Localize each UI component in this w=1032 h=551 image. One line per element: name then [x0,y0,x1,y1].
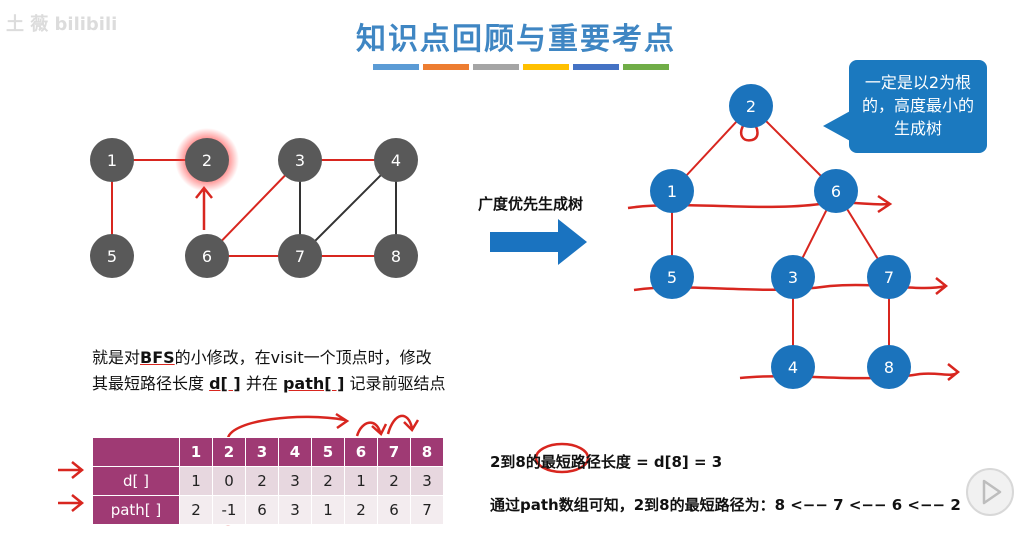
color-bar-segment [573,64,619,70]
tree-node-5: 5 [650,255,694,299]
annotation-arrow-up [195,185,213,230]
description-text: 就是对 [92,348,141,367]
tree-node-4: 4 [771,345,815,389]
table-cell: 0 [212,466,246,496]
graph-nodes: 1 2 3 4 5 6 7 8 [90,138,418,278]
table-cell: 7 [410,495,444,525]
description-bfs: BFS [140,348,175,367]
result-line2: 通过path数组可知，2到8的最短路径为：8 <−− 7 <−− 6 <−− 2 [490,496,960,514]
tree-node-6: 6 [814,169,858,213]
description-text: 记录前驱结点 [344,374,446,393]
description-path: path[ ] [282,374,345,393]
callout-line1: 一定是以2为根 [864,73,972,92]
table-cell: 1 [179,466,213,496]
graph-node-label: 2 [202,151,212,170]
page-title: 知识点回顾与重要考点 [356,22,676,57]
table-header: 7 [377,437,411,467]
video-play-button[interactable] [966,468,1014,516]
tree-node-label: 2 [746,97,756,116]
tree-node-label: 4 [788,358,798,377]
graph-node-8: 8 [374,234,418,278]
graph-node-label: 6 [202,247,212,266]
description-text: 的小修改，在visit一个顶点时，修改 [174,348,432,367]
graph-node-label: 1 [107,151,117,170]
title-color-bar [373,64,669,70]
table-header: 2 [212,437,246,467]
graph-edges [111,159,397,257]
tree-node-label: 3 [788,268,798,287]
description-line1: 就是对BFS的小修改，在visit一个顶点时，修改 [92,344,432,368]
tree-node-label: 5 [667,268,677,287]
callout-line3: 生成树 [893,119,942,138]
graph-node-label: 4 [391,151,401,170]
color-bar-segment [623,64,669,70]
color-bar-segment [473,64,519,70]
table-cell: 2 [311,466,345,496]
table-cell: 3 [278,466,312,496]
callout-pointer [823,110,852,142]
table-cell: 1 [344,466,378,496]
tree-node-label: 7 [884,268,894,287]
graph-node-label: 8 [391,247,401,266]
tree-node-7: 7 [867,255,911,299]
description-line2: 其最短路径长度 d[ ] 并在 path[ ] 记录前驱结点 [92,370,446,394]
graph-node-3: 3 [278,138,322,182]
color-bar-segment [423,64,469,70]
color-bar-segment [523,64,569,70]
table-annotations [58,412,590,526]
table-cell: 3 [278,495,312,525]
description-text: 并在 [240,374,283,393]
arrow-label: 广度优先生成树 [478,195,584,213]
row-label-path: path[ ] [92,495,180,525]
table-row: d[ ] 1 0 2 3 2 1 2 3 [92,466,444,496]
tree-node-label: 1 [667,182,677,201]
table-header: 6 [344,437,378,467]
table-header: 4 [278,437,312,467]
graph-node-4: 4 [374,138,418,182]
graph-node-label: 5 [107,247,117,266]
row-label-d: d[ ] [92,466,180,496]
tree-node-2: 2 [729,84,773,128]
table-cell: 2 [179,495,213,525]
table-header: 8 [410,437,444,467]
tree-node-label: 8 [884,358,894,377]
graph-node-label: 7 [295,247,305,266]
table-header: 5 [311,437,345,467]
table-cell: 6 [245,495,279,525]
callout-box: 一定是以2为根 的，高度最小的 生成树 [849,60,987,153]
result-line1: 2到8的最短路径长度 = d[8] = 3 [490,453,723,471]
tree-node-8: 8 [867,345,911,389]
description-d: d[ ] [209,374,241,393]
tree-nodes: 2 1 6 5 3 7 4 8 [650,84,911,389]
watermark: 土 薇 bilibili [6,14,118,35]
table-header-row: 1 2 3 4 5 6 7 8 [92,437,444,467]
play-icon [982,479,1002,505]
tree-node-label: 6 [831,182,841,201]
graph-node-1: 1 [90,138,134,182]
callout-line2: 的，高度最小的 [861,96,974,115]
color-bar-segment [373,64,419,70]
table-cell: 2 [377,466,411,496]
description-text: 其最短路径长度 [92,374,210,393]
graph-node-2: 2 [185,138,229,182]
big-right-arrow-icon [490,219,587,265]
table-cell: 3 [410,466,444,496]
graph-node-6: 6 [185,234,229,278]
tree-node-3: 3 [771,255,815,299]
table-header: 1 [179,437,213,467]
table-header: 3 [245,437,279,467]
table-cell: 2 [245,466,279,496]
graph-node-7: 7 [278,234,322,278]
table-cell: -1 [212,495,246,525]
table-cell: 2 [344,495,378,525]
graph-node-label: 3 [295,151,305,170]
table-row: path[ ] 2 -1 6 3 1 2 6 7 [92,495,444,525]
table-corner [92,437,180,467]
graph-node-5: 5 [90,234,134,278]
path-table: 1 2 3 4 5 6 7 8 d[ ] 1 0 2 3 2 1 2 3 pat… [92,437,444,525]
table-cell: 1 [311,495,345,525]
tree-node-1: 1 [650,169,694,213]
table-cell: 6 [377,495,411,525]
